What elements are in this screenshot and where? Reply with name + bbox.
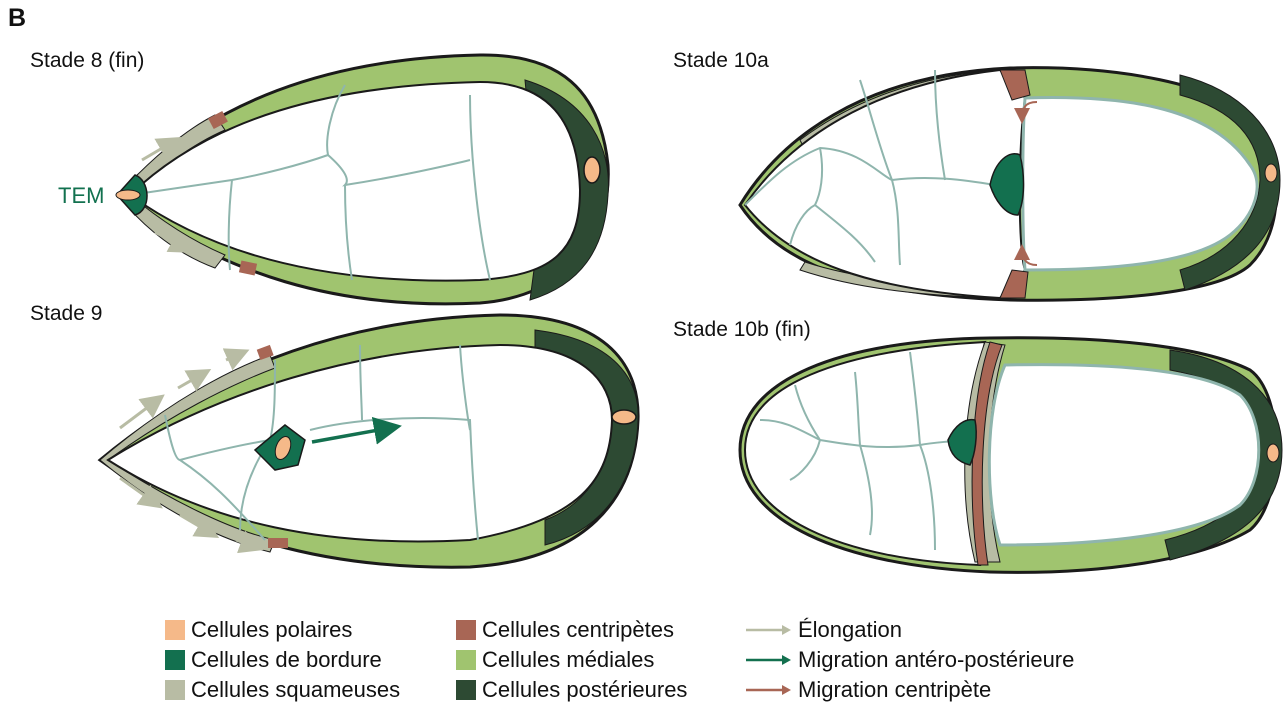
centripetal-cell (268, 538, 288, 548)
legend-arrow-migration-centripetal (744, 683, 792, 697)
legend-swatch-medial (456, 650, 476, 670)
legend-migration-centripetal: Migration centripète (744, 677, 991, 703)
legend-migration-ap: Migration antéro-postérieure (744, 647, 1074, 673)
stage-9-egg-chamber (100, 315, 638, 567)
polar-cells (1267, 444, 1279, 462)
legend-border: Cellules de bordure (165, 647, 382, 673)
legend-polar: Cellules polaires (165, 617, 352, 643)
legend-centripetal: Cellules centripètes (456, 617, 674, 643)
legend-label: Élongation (798, 617, 902, 643)
legend-label: Cellules médiales (482, 647, 654, 673)
stage-8-egg-chamber (116, 55, 608, 304)
stage-10b-egg-chamber (740, 338, 1282, 573)
elongation-arrow (178, 372, 206, 388)
polar-cells (584, 157, 600, 183)
elongation-arrow (226, 352, 244, 360)
stage-10a-egg-chamber (740, 68, 1280, 301)
legend-elongation: Élongation (744, 617, 902, 643)
legend-label: Cellules polaires (191, 617, 352, 643)
polar-cells (1265, 164, 1277, 182)
legend-label: Cellules de bordure (191, 647, 382, 673)
legend-swatch-centripetal (456, 620, 476, 640)
legend-swatch-posterior (456, 680, 476, 700)
legend-label: Cellules postérieures (482, 677, 687, 703)
legend-swatch-squamous (165, 680, 185, 700)
polar-cells (612, 410, 636, 424)
legend-swatch-border (165, 650, 185, 670)
legend-arrow-migration-ap (744, 653, 792, 667)
legend-label: Cellules centripètes (482, 617, 674, 643)
legend-arrow-elongation (744, 623, 792, 637)
legend-label: Migration antéro-postérieure (798, 647, 1074, 673)
legend-label: Migration centripète (798, 677, 991, 703)
legend-squamous: Cellules squameuses (165, 677, 400, 703)
polar-cells (116, 190, 140, 200)
legend-posterior: Cellules postérieures (456, 677, 687, 703)
legend-swatch-polar (165, 620, 185, 640)
oocyte (989, 365, 1258, 545)
nurse-cells (745, 342, 985, 565)
legend-medial: Cellules médiales (456, 647, 654, 673)
legend-label: Cellules squameuses (191, 677, 400, 703)
